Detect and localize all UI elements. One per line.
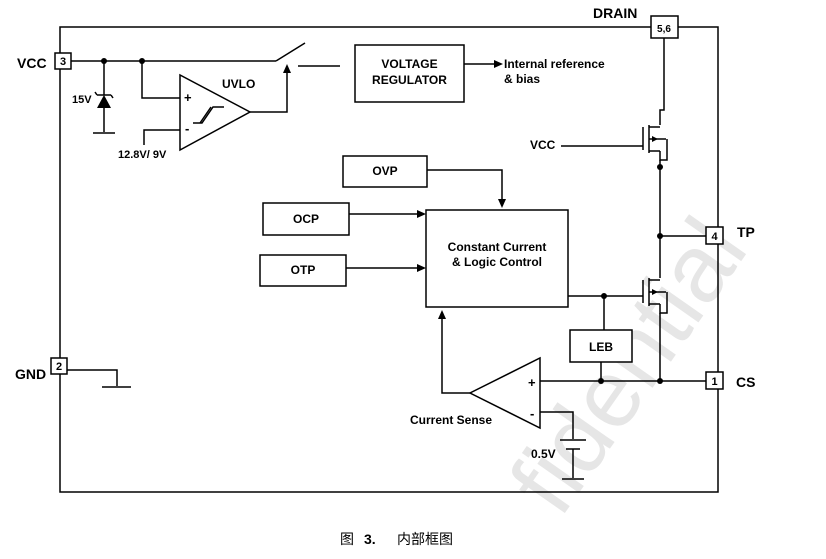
uvlo-section: 15V + - UVLO 12.8V/ 9V — [71, 42, 340, 161]
pin-tp-number: 4 — [711, 231, 718, 243]
internal-ref-line1: Internal reference — [504, 57, 605, 71]
otp-block — [259, 254, 347, 287]
uvlo-plus: + — [184, 90, 192, 105]
ocp-block — [262, 202, 350, 236]
ref-voltage-label: 0.5V — [531, 447, 556, 461]
pin-drain-number: 5,6 — [657, 24, 671, 35]
pin-vcc-label: VCC — [17, 55, 47, 71]
current-sense-label: Current Sense — [410, 413, 492, 427]
cs-minus: - — [530, 406, 534, 421]
pin-tp-label: TP — [737, 224, 755, 240]
pin-drain-label: DRAIN — [593, 5, 637, 21]
ovp-block — [342, 155, 428, 188]
ic-outline — [59, 26, 719, 493]
caption-number: 3. — [364, 531, 376, 547]
zener-voltage-label: 15V — [72, 94, 92, 106]
pin-cs-label: CS — [736, 374, 755, 390]
internal-ref-line2: & bias — [504, 72, 540, 86]
pin-cs: 1 CS — [705, 371, 755, 390]
leb-label: LEB — [589, 340, 613, 354]
cs-plus: + — [528, 375, 536, 390]
pin-gnd-label: GND — [15, 366, 46, 382]
upper-mosfet-icon — [642, 125, 668, 161]
uvlo-comparator — [179, 73, 252, 152]
pin-drain: 5,6 DRAIN — [593, 5, 679, 39]
gate-vcc-label: VCC — [530, 138, 556, 152]
figure-caption: 图 3. 内部框图 — [340, 531, 453, 548]
current-sense-section: + - Current Sense 0.5V — [410, 310, 586, 480]
pin-cs-number: 1 — [711, 376, 717, 388]
zener-diode-icon — [97, 95, 111, 108]
voltage-regulator-line1: VOLTAGE — [381, 57, 437, 71]
lower-mosfet-icon — [642, 278, 668, 314]
power-stage: VCC LEB — [530, 38, 706, 384]
pin-gnd: 2 GND — [15, 357, 68, 382]
logic-label-line1: Constant Current — [448, 240, 547, 254]
otp-label: OTP — [291, 263, 316, 277]
pin-vcc: 3 VCC — [17, 52, 72, 71]
caption-title: 内部框图 — [397, 532, 453, 548]
caption-prefix: 图 — [340, 532, 354, 548]
ocp-label: OCP — [293, 212, 319, 226]
logic-label-line2: & Logic Control — [452, 255, 542, 269]
ovp-label: OVP — [372, 164, 397, 178]
voltage-regulator-line2: REGULATOR — [372, 73, 447, 87]
uvlo-minus: - — [185, 121, 189, 136]
logic-section: OVP OCP OTP Constant Current & Logic Con… — [259, 155, 569, 308]
hysteresis-icon — [193, 106, 224, 124]
pin-tp: 4 TP — [705, 224, 755, 245]
current-sense-comparator — [468, 356, 541, 430]
voltage-regulator-block: VOLTAGE REGULATOR Internal reference & b… — [354, 44, 605, 103]
pin-gnd-number: 2 — [56, 361, 62, 373]
switch-icon — [275, 42, 306, 62]
pin-vcc-number: 3 — [60, 56, 66, 68]
constant-current-logic-block — [425, 209, 569, 308]
gnd-section — [67, 369, 131, 388]
uvlo-label: UVLO — [222, 77, 255, 91]
uvlo-threshold-label: 12.8V/ 9V — [118, 149, 167, 161]
